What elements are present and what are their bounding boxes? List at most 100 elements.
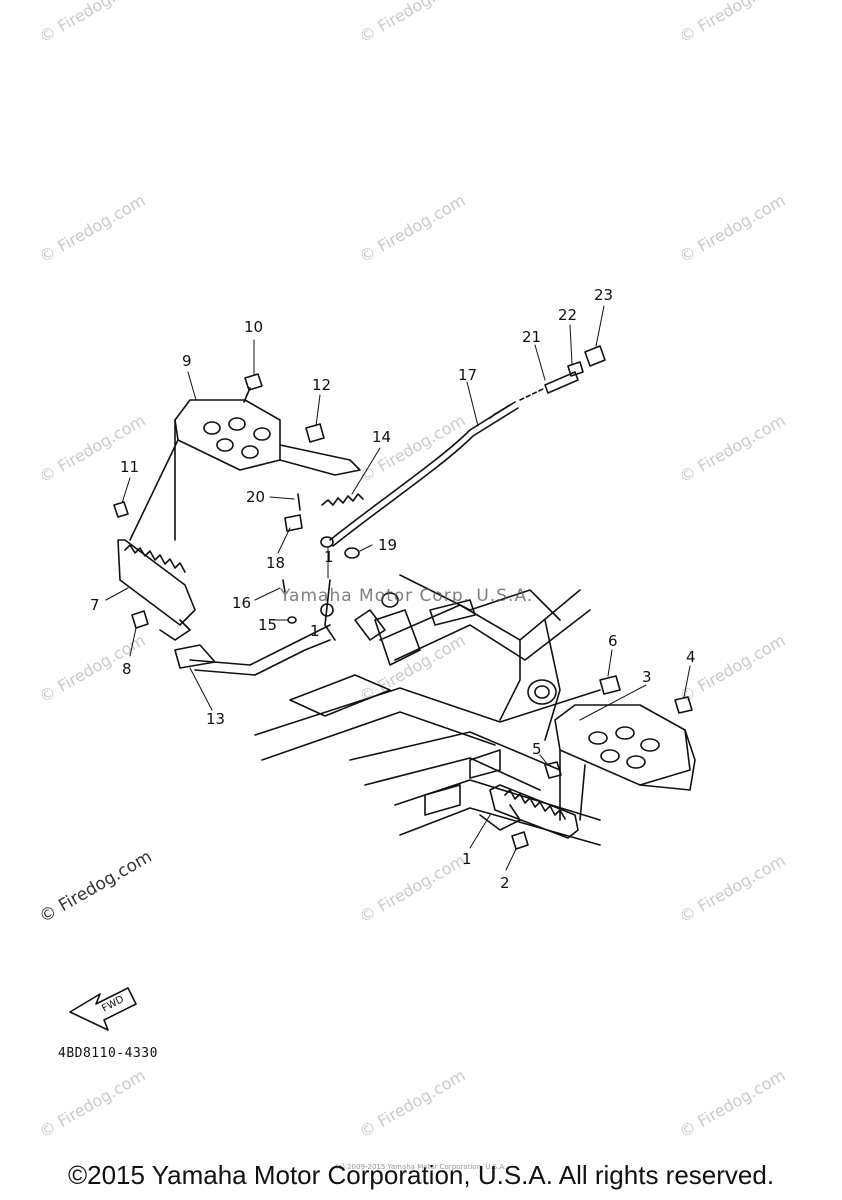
leader-line — [277, 527, 291, 554]
cotter-pin — [297, 493, 301, 511]
right-footrest — [489, 784, 579, 839]
callout-19: 19 — [378, 536, 397, 554]
brake-pedal-arm — [324, 579, 336, 641]
leader-line — [187, 371, 197, 401]
callout-7: 7 — [90, 596, 100, 614]
callout-12: 12 — [312, 376, 331, 394]
leader-line — [254, 587, 281, 601]
bolt — [243, 373, 263, 403]
nut — [544, 761, 562, 779]
frame-tube — [379, 589, 581, 641]
copyright-notice: ©2015 Yamaha Motor Corporation, U.S.A. A… — [67, 1160, 775, 1190]
callout-9: 9 — [182, 352, 192, 370]
rod-end — [544, 371, 579, 394]
callout-21: 21 — [522, 328, 541, 346]
frame-boss — [534, 685, 550, 699]
callout-22: 22 — [558, 306, 577, 324]
frame-boss — [527, 679, 557, 705]
leader-line — [466, 381, 479, 427]
callout-17: 17 — [458, 366, 477, 384]
leader-line — [607, 649, 613, 677]
right-footrest-teeth — [504, 789, 566, 820]
brake-rod — [329, 401, 516, 541]
rod-end — [519, 387, 546, 401]
callout-1b: 1 — [324, 548, 334, 566]
frame-rail — [349, 731, 561, 771]
callout-23: 23 — [594, 286, 613, 304]
frame-tube — [499, 639, 521, 721]
leader-line — [315, 394, 321, 427]
leader-line — [683, 665, 691, 698]
leader-line — [534, 344, 546, 381]
left-guard-leg — [129, 419, 179, 541]
callout-2: 2 — [500, 874, 510, 892]
callout-6: 6 — [608, 632, 618, 650]
leader-line — [505, 848, 517, 871]
callout-1: 1 — [462, 850, 472, 868]
corp-watermark: Yamaha Motor Corp. U.S.A. — [280, 586, 534, 606]
frame-rail — [364, 757, 541, 791]
bolt — [674, 696, 693, 714]
leader-line — [595, 305, 605, 347]
right-guard-plate — [554, 704, 691, 786]
right-guard-arm — [639, 729, 696, 791]
leader-line — [121, 477, 131, 504]
bolt — [511, 831, 529, 850]
callout-13: 13 — [206, 710, 225, 728]
leader-line — [189, 667, 213, 711]
left-guard-plate — [174, 399, 281, 471]
callout-10: 10 — [244, 318, 263, 336]
right-footrest-mount — [479, 804, 521, 831]
brake-pedal-arm — [194, 639, 331, 676]
tiny-copyright: (c) 2009-2015 Yamaha Motor Corporation, … — [335, 1163, 507, 1171]
part-code: 4BD8110-4330 — [58, 1046, 158, 1061]
left-footrest-mount — [159, 619, 191, 641]
leader-line — [469, 814, 491, 849]
brake-pedal-arm — [189, 624, 331, 666]
bolt — [599, 675, 621, 695]
frame-boss — [381, 592, 399, 608]
clevis — [584, 345, 606, 367]
frame-tube — [469, 749, 501, 779]
brake-joint — [320, 536, 334, 548]
frame-tube — [289, 674, 391, 717]
frame-tube — [424, 784, 461, 816]
pivot — [320, 603, 334, 617]
bolt — [305, 423, 325, 443]
clevis-pin — [284, 514, 303, 532]
leader-line — [105, 587, 129, 601]
cotter-pin — [282, 579, 286, 593]
frame-tube — [544, 619, 561, 741]
brake-rod — [332, 407, 519, 547]
brake-pedal — [174, 644, 216, 669]
frame-tube — [374, 609, 421, 666]
callout-14: 14 — [372, 428, 391, 446]
frame-tube — [429, 599, 476, 626]
left-guard-arm — [279, 444, 361, 476]
adjuster — [567, 361, 584, 377]
frame-rail — [254, 687, 601, 736]
leader-line — [359, 544, 373, 552]
left-footrest — [117, 539, 196, 626]
bolt — [131, 610, 149, 629]
left-footrest-teeth — [124, 544, 186, 573]
callout-8: 8 — [122, 660, 132, 678]
leader-line — [351, 447, 381, 495]
frame-rail — [399, 807, 601, 846]
washer — [344, 547, 360, 559]
nut — [113, 501, 129, 518]
spring — [321, 493, 364, 506]
frame-tube — [394, 609, 591, 661]
frame-rail — [394, 779, 601, 821]
fwd-arrow-icon — [69, 987, 137, 1031]
callout-18: 18 — [266, 554, 285, 572]
callout-4: 4 — [686, 648, 696, 666]
leader-line — [579, 684, 647, 721]
callout-20: 20 — [246, 488, 265, 506]
callout-3: 3 — [642, 668, 652, 686]
callout-1c: 1 — [310, 622, 320, 640]
rod-thread — [489, 404, 511, 419]
leader-line — [569, 324, 573, 365]
frame-tube — [354, 609, 386, 641]
